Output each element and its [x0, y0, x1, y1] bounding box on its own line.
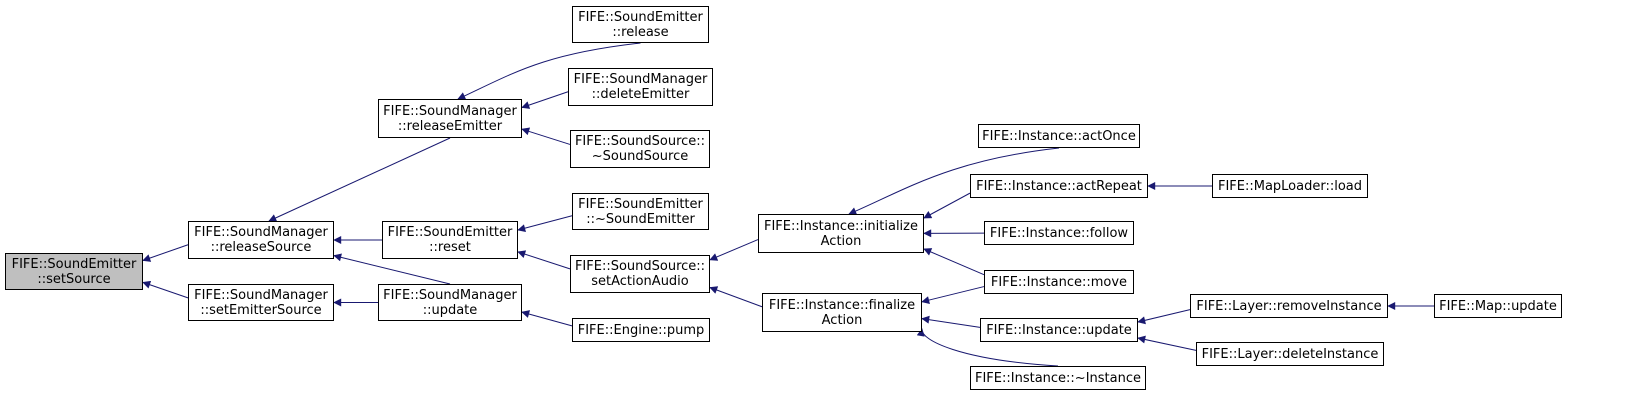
edge-releaseSource-to-setSource	[142, 244, 189, 262]
edge-pump-to-smUpdate	[521, 310, 573, 327]
node-label-line: ::releaseSource	[210, 240, 312, 255]
node-inst-update[interactable]: FIFE::Instance::update	[980, 318, 1138, 342]
node-remove-instance[interactable]: FIFE::Layer::removeInstance	[1190, 294, 1388, 318]
node-delete-instance[interactable]: FIFE::Layer::deleteInstance	[1196, 342, 1384, 366]
node-dtor-sound-emitter[interactable]: FIFE::SoundEmitter::~SoundEmitter	[572, 193, 709, 230]
node-label-line: FIFE::SoundManager	[194, 287, 328, 303]
node-label-line: ::update	[422, 302, 478, 318]
node-label-line: FIFE::Instance::move	[990, 274, 1128, 290]
node-label-line: FIFE::Instance::~Instance	[974, 370, 1141, 386]
node-label-line: FIFE::Instance::actOnce	[982, 128, 1136, 144]
node-reset[interactable]: FIFE::SoundEmitter::reset	[382, 221, 518, 259]
node-label-line: FIFE::Engine::pump	[577, 322, 705, 338]
node-act-repeat[interactable]: FIFE::Instance::actRepeat	[970, 174, 1148, 198]
node-label-line: FIFE::SoundEmitter	[578, 9, 703, 25]
node-label-line: ::reset	[429, 240, 471, 255]
node-label-line: FIFE::Layer::deleteInstance	[1201, 346, 1379, 362]
node-label-line: Action	[821, 312, 863, 328]
node-map-loader-load[interactable]: FIFE::MapLoader::load	[1212, 174, 1368, 198]
edge-smUpdate-to-releaseSource	[333, 253, 451, 285]
node-label-line: FIFE::SoundSource::	[574, 134, 706, 149]
node-label-line: ::releaseEmitter	[397, 118, 503, 134]
node-label-line: Action	[820, 233, 862, 249]
node-label-line: ::deleteEmitter	[591, 87, 690, 102]
edge-dtorSoundEmitter-to-reset	[517, 215, 573, 233]
node-label-line: FIFE::SoundEmitter	[578, 196, 703, 212]
node-label-line: ::~SoundEmitter	[586, 211, 695, 227]
node-move[interactable]: FIFE::Instance::move	[984, 270, 1134, 294]
node-set-action-audio[interactable]: FIFE::SoundSource::setActionAudio	[570, 255, 710, 293]
edge-actOnce-to-initializeAction	[848, 147, 1060, 215]
node-pump[interactable]: FIFE::Engine::pump	[572, 318, 710, 342]
node-label-line: FIFE::SoundSource::	[574, 259, 706, 274]
node-follow[interactable]: FIFE::Instance::follow	[984, 221, 1134, 245]
node-release-source[interactable]: FIFE::SoundManager::releaseSource	[188, 221, 334, 259]
edge-removeInstance-to-instUpdate	[1137, 309, 1191, 325]
node-label-line: setActionAudio	[591, 274, 689, 289]
node-dtor-sound-source[interactable]: FIFE::SoundSource::~SoundSource	[570, 130, 710, 168]
node-label-line: ~SoundSource	[591, 149, 689, 164]
edge-deleteEmitter-to-releaseEmitter	[521, 91, 569, 109]
node-map-update[interactable]: FIFE::Map::update	[1434, 294, 1562, 318]
edge-finalizeAction-to-setActionAudio	[709, 286, 763, 308]
node-label-line: ::setSource	[37, 271, 111, 287]
node-label-line: FIFE::MapLoader::load	[1217, 178, 1363, 194]
edge-move-to-initializeAction	[923, 248, 985, 276]
node-release[interactable]: FIFE::SoundEmitter::release	[572, 6, 709, 43]
node-label-line: FIFE::Instance::finalize	[768, 297, 916, 313]
edge-deleteInstance-to-instUpdate	[1137, 335, 1197, 351]
edge-actRepeat-to-initializeAction	[923, 192, 971, 219]
node-label-line: FIFE::SoundManager	[194, 225, 328, 240]
edge-releaseEmitter-to-releaseSource	[268, 137, 451, 222]
edge-setActionAudio-to-reset	[517, 250, 571, 270]
node-label-line: FIFE::Instance::update	[986, 322, 1132, 338]
node-sm-update[interactable]: FIFE::SoundManager::update	[378, 284, 522, 321]
edge-dtorInstance-to-finalizeAction	[916, 328, 1059, 367]
edge-setEmitterSource-to-setSource	[142, 280, 189, 299]
node-label-line: FIFE::SoundEmitter	[11, 256, 137, 272]
edge-instUpdate-to-finalizeAction	[921, 315, 981, 328]
edge-move-to-finalizeAction	[921, 286, 985, 304]
node-label-line: FIFE::Instance::initialize	[763, 218, 918, 234]
node-delete-emitter[interactable]: FIFE::SoundManager::deleteEmitter	[568, 68, 713, 106]
node-label-line: ::setEmitterSource	[200, 302, 322, 318]
node-label-line: FIFE::Instance::actRepeat	[976, 178, 1142, 194]
node-label-line: FIFE::SoundEmitter	[387, 225, 513, 240]
node-label-line: FIFE::Map::update	[1439, 298, 1557, 314]
node-label-line: FIFE::SoundManager	[383, 103, 517, 119]
node-release-emitter[interactable]: FIFE::SoundManager::releaseEmitter	[378, 99, 522, 138]
node-label-line: FIFE::Layer::removeInstance	[1196, 298, 1382, 314]
node-label-line: FIFE::SoundManager	[573, 72, 708, 87]
node-act-once[interactable]: FIFE::Instance::actOnce	[978, 124, 1140, 148]
edge-initializeAction-to-setActionAudio	[709, 239, 759, 261]
edge-release-to-releaseEmitter	[457, 42, 641, 100]
node-label-line: FIFE::SoundManager	[383, 287, 517, 303]
edge-dtorSoundSource-to-releaseEmitter	[521, 127, 571, 145]
node-set-source: FIFE::SoundEmitter::setSource	[5, 253, 143, 290]
node-label-line: ::release	[612, 24, 669, 40]
node-dtor-instance[interactable]: FIFE::Instance::~Instance	[970, 366, 1146, 390]
node-label-line: FIFE::Instance::follow	[989, 225, 1129, 241]
node-set-emitter-source[interactable]: FIFE::SoundManager::setEmitterSource	[188, 284, 334, 321]
